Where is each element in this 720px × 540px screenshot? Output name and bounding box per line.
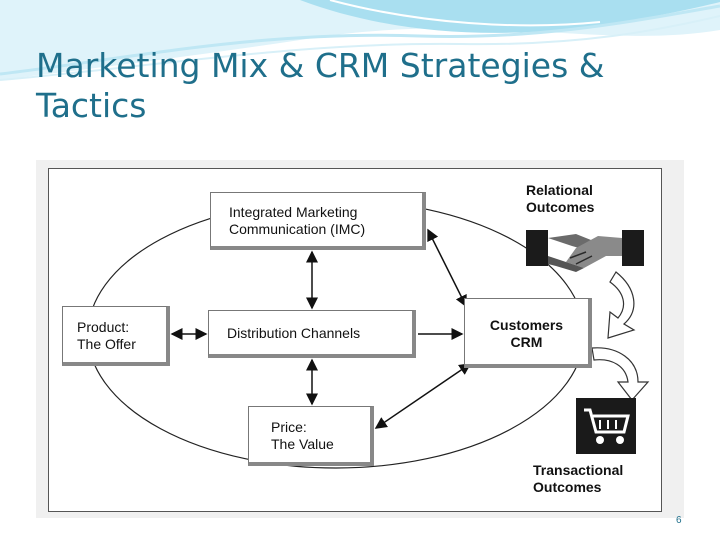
relational-outcomes-label: Relational Outcomes	[526, 182, 595, 215]
customers-label: Customers CRM	[489, 317, 564, 350]
distribution-label: Distribution Channels	[227, 325, 361, 341]
header-wave-decoration	[0, 0, 720, 81]
imc-label: Integrated Marketing Communication (IMC)	[229, 204, 366, 237]
price-box: Price: The Value	[248, 406, 374, 466]
handshake-icon	[526, 230, 644, 272]
transactional-outcomes-label: Transactional Outcomes	[533, 462, 624, 495]
distribution-channels-box: Distribution Channels	[208, 310, 416, 358]
page-number: 6	[676, 515, 682, 526]
crm-diagram-figure: Integrated Marketing Communication (IMC)…	[36, 160, 684, 518]
product-box: Product: The Offer	[62, 306, 170, 366]
imc-box: Integrated Marketing Communication (IMC)	[210, 192, 426, 250]
curved-arrow-icon	[607, 271, 636, 339]
arrow-imc-cust	[427, 228, 467, 308]
slide-title: Marketing Mix & CRM Strategies & Tactics	[36, 46, 605, 126]
arrow-price-cust	[374, 363, 472, 429]
product-label: Product: The Offer	[77, 319, 136, 352]
customers-crm-box: Customers CRM	[464, 298, 592, 368]
price-label: Price: The Value	[271, 419, 334, 452]
shopping-cart-icon	[576, 398, 636, 454]
curved-arrow-icon	[591, 347, 650, 401]
